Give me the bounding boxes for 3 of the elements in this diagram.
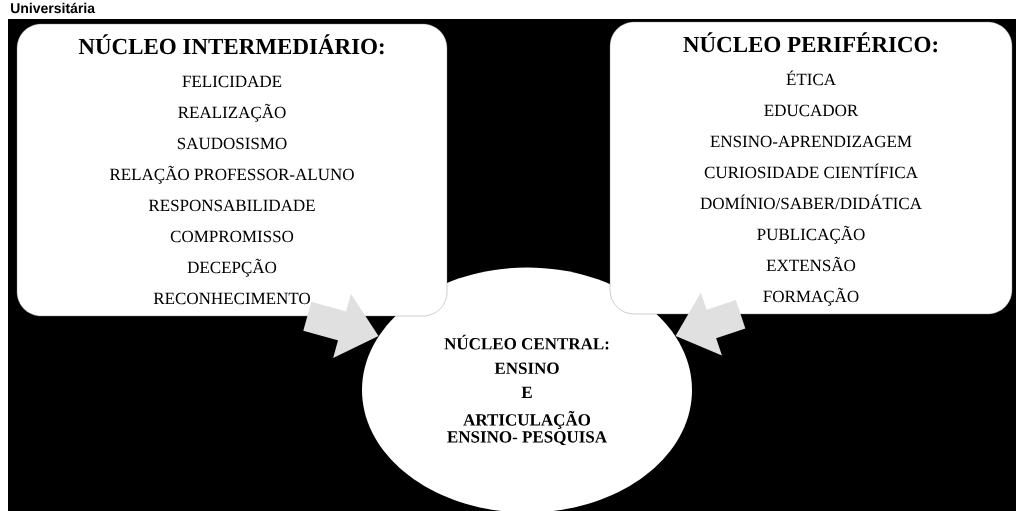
list-box: NÚCLEO PERIFÉRICO: ÉTICA EDUCADOR ENSINO-APRENDIZAGEM CURIOSIDADE CIENTÍFICA DOMÍNIO/SABER/DIDÁTICA PUBLICAÇÃO EXTENSÃO FORMAÇÃO — [609, 21, 1013, 315]
list-box: NÚCLEO INTERMEDIÁRIO: FELICIDADE REALIZAÇÃO SAUDOSISMO RELAÇÃO PROFESSOR-ALUNO RESPONSABILIDADE COMPROMISSO DECEPÇÃO RECONHECIMENTO — [16, 23, 448, 317]
title: Universitária — [11, 2, 96, 14]
